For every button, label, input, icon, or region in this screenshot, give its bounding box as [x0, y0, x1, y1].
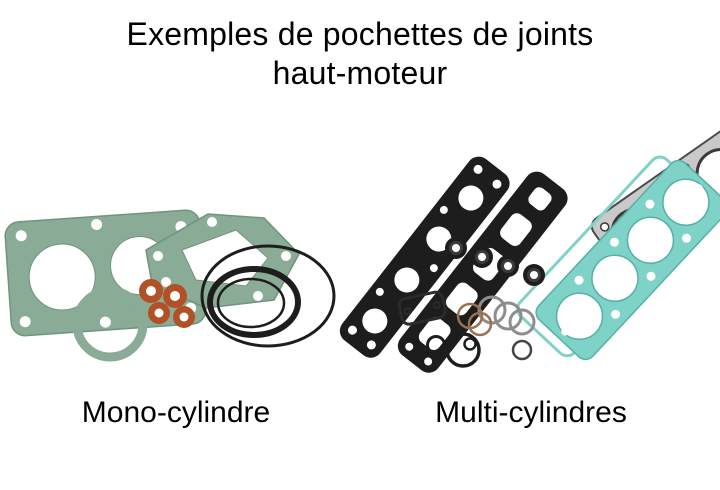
gasket-kits-photo: [4, 115, 720, 373]
caption-mono-cylindre: Mono-cylindre: [81, 396, 271, 429]
multi-cylinder-kit-illustration: [339, 115, 720, 373]
valve-cover-gasket-left: [339, 156, 510, 358]
black-o-rings: [200, 244, 336, 348]
small-cover-gasket: [397, 290, 447, 326]
washer-rings: [456, 295, 536, 337]
green-base-gasket: [4, 209, 207, 337]
mono-cylinder-kit-illustration: [4, 209, 336, 362]
teal-head-gasket: [516, 155, 720, 361]
small-o-rings: [426, 332, 533, 368]
page-title: Exemples de pochettes de joints haut-mot…: [0, 15, 720, 93]
orange-seals: [139, 279, 195, 328]
green-ring-gasket: [72, 286, 148, 362]
title-line-1: Exemples de pochettes de joints: [126, 16, 594, 52]
title-line-2: haut-moteur: [272, 55, 448, 91]
valve-stem-seals: [445, 237, 545, 286]
caption-multi-cylindres: Multi-cylindres: [435, 396, 627, 429]
